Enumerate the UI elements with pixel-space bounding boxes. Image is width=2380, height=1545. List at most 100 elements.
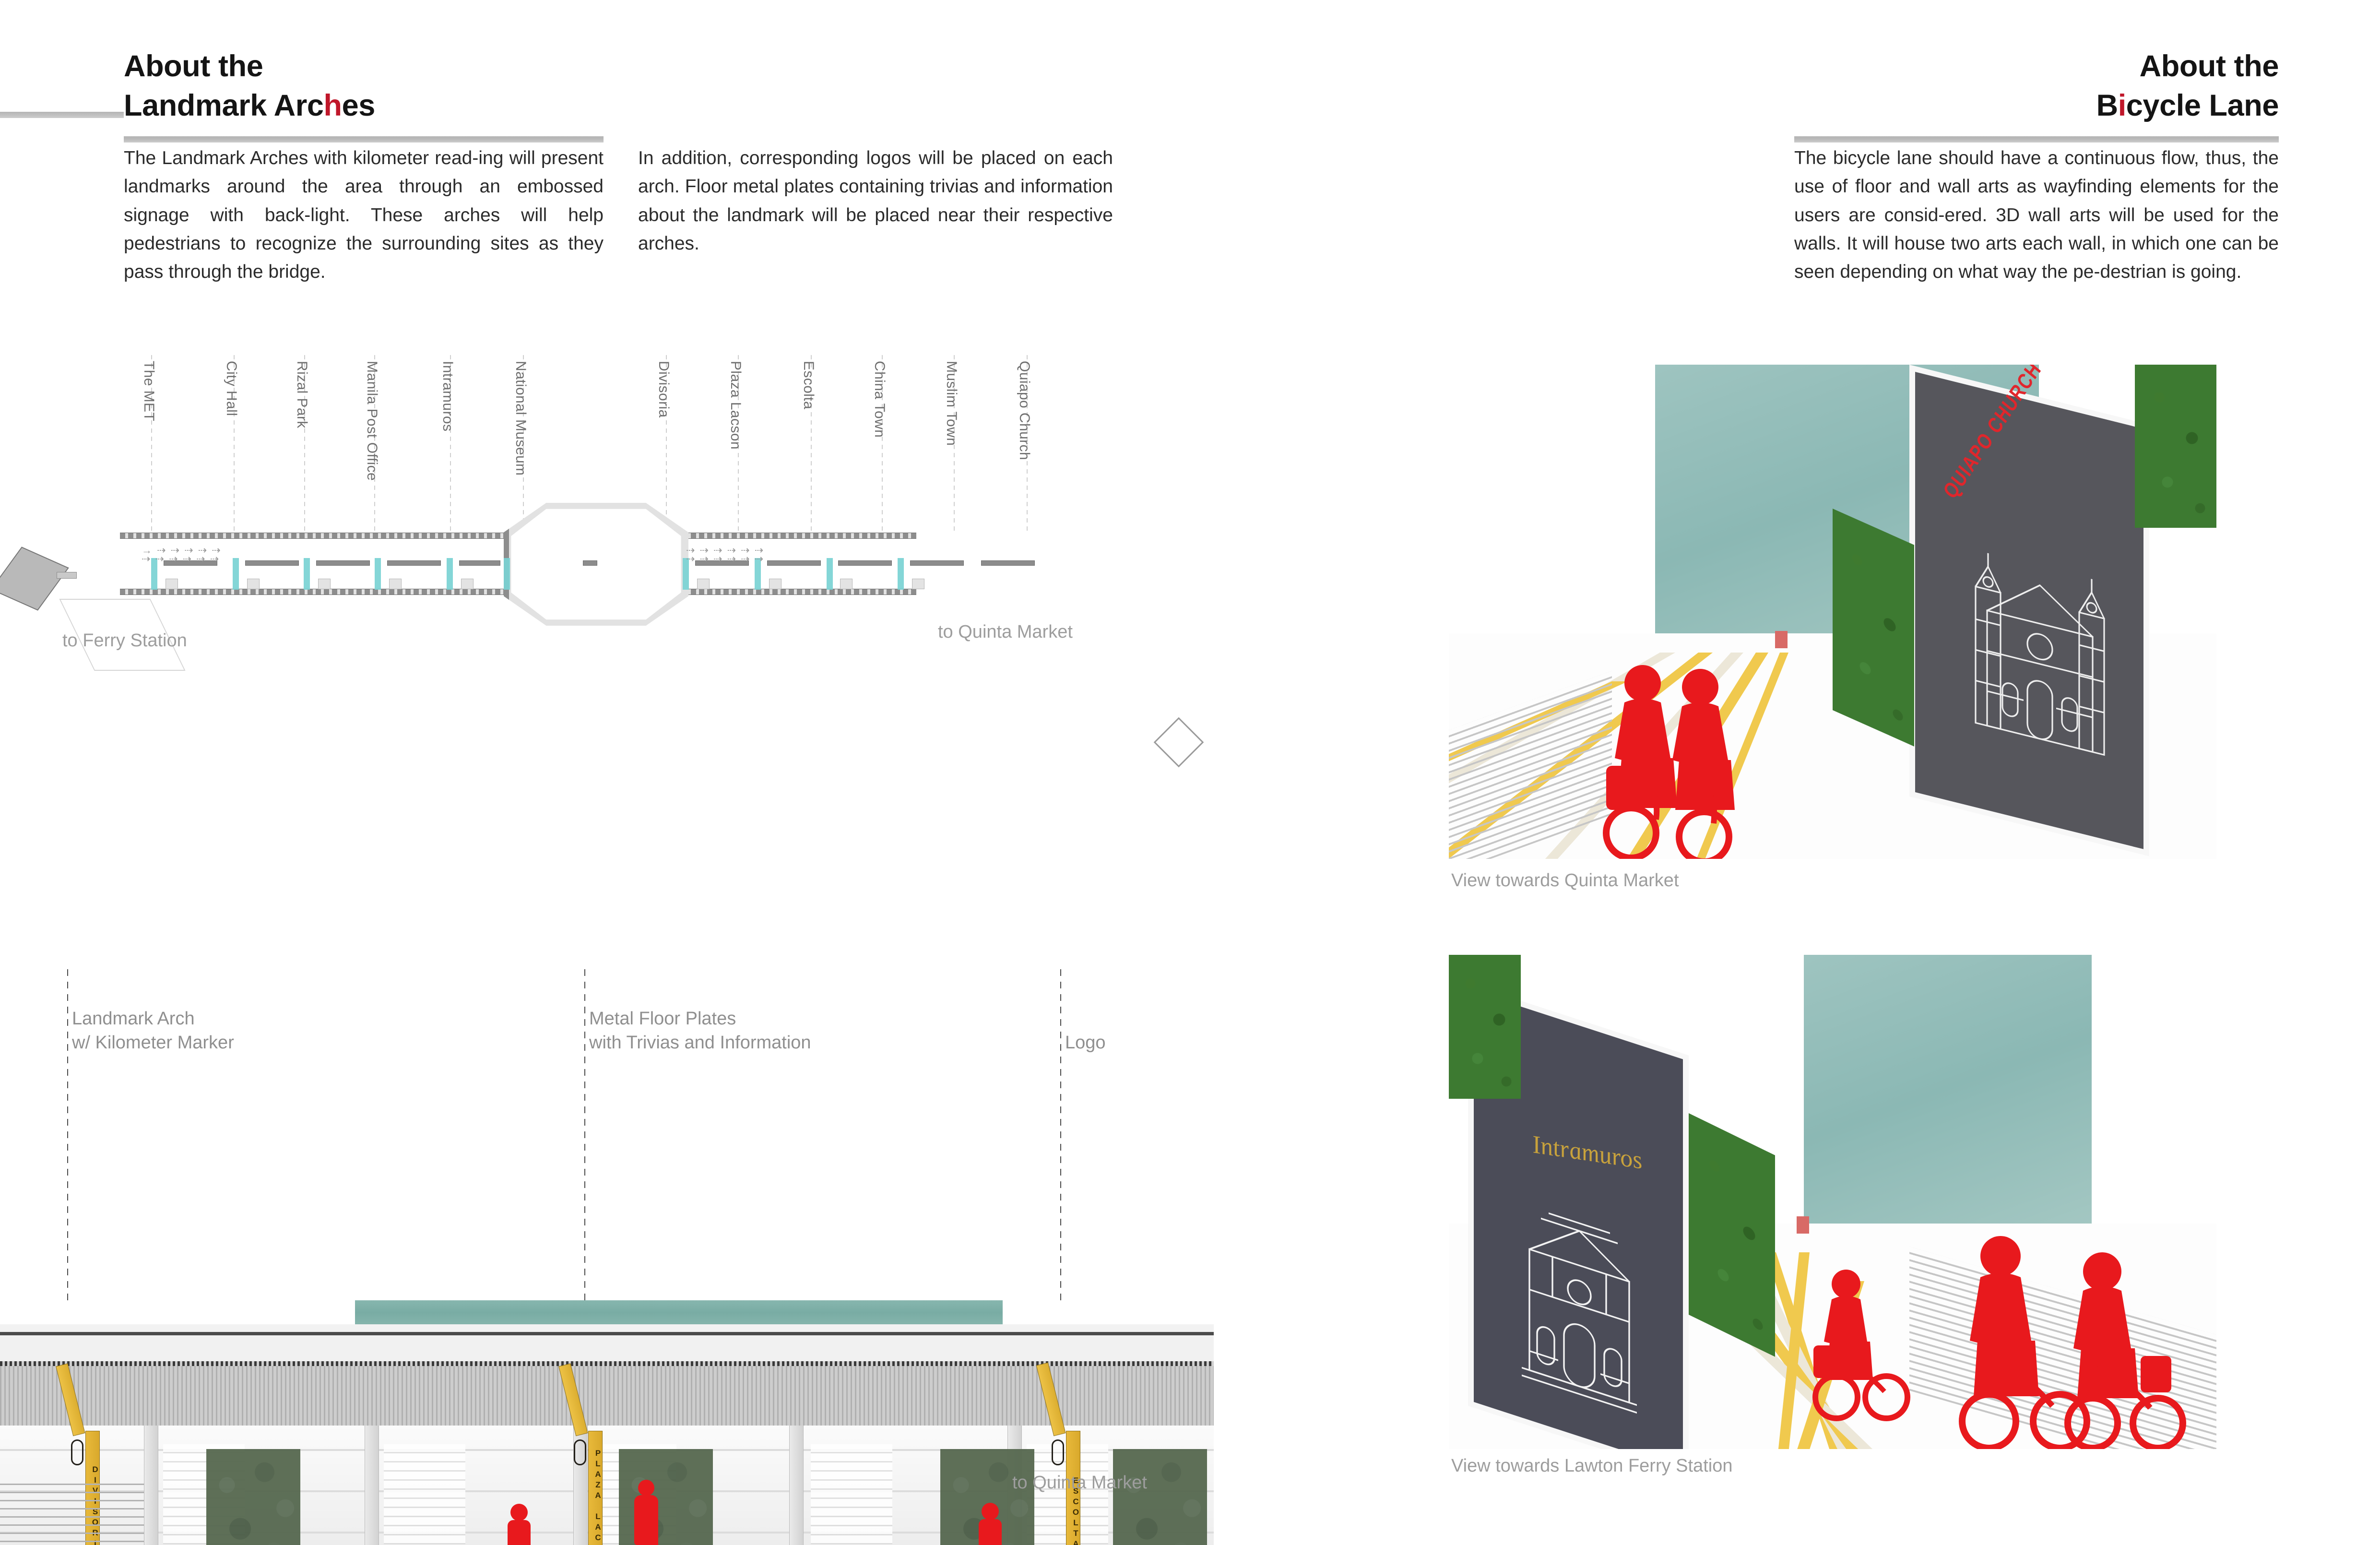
section-ceiling xyxy=(0,1366,1214,1426)
section-railing xyxy=(0,1477,144,1545)
landmark-arches-paragraph-2: In addition, corresponding logos will be… xyxy=(638,148,1113,254)
render-cyclist-figure xyxy=(1593,662,1775,859)
left-section-header: About the Landmark Arches xyxy=(124,47,604,143)
plan-landmark-label: Plaza Lacson xyxy=(728,361,744,450)
left-header-rule xyxy=(124,136,604,143)
plan-flow-arrows: ⇢ ⇢ ⇢ ⇢ ⇢ ⇢ xyxy=(686,544,765,556)
annotation-leader xyxy=(67,969,68,1300)
plan-landmark-label: The MET xyxy=(141,361,157,422)
render-vanishing-marker xyxy=(1797,1216,1809,1234)
leader-line xyxy=(954,355,955,533)
section-arch-label: PLAZA LACSON xyxy=(593,1449,603,1545)
plan-seat xyxy=(247,579,260,589)
leader-line xyxy=(1027,355,1028,533)
plan-arch-marker xyxy=(755,558,761,590)
right-header-line2: Bicycle Lane xyxy=(1794,86,2279,126)
plan-terminus-link xyxy=(57,572,77,579)
plan-terminus-west xyxy=(0,547,69,611)
plan-bench xyxy=(981,560,1035,566)
plan-landmark-label: Rizal Park xyxy=(294,361,310,428)
plan-bench xyxy=(316,560,370,566)
right-section-header: About the Bicycle Lane xyxy=(1794,47,2279,143)
leader-line xyxy=(234,355,235,533)
plan-landmark-label: Escolta xyxy=(801,361,817,410)
plan-landmark-label: China Town xyxy=(872,361,888,438)
plan-bench xyxy=(459,560,500,566)
render-wall-art-title: QUIAPO CHURCH xyxy=(1939,365,2046,503)
section-label-to-quinta-market: to Quinta Market xyxy=(1012,1473,1147,1493)
section-arch-logo xyxy=(574,1439,586,1465)
right-header-accent-letter: i xyxy=(2118,88,2127,122)
render-wall-art-panel: Intramuros xyxy=(1474,991,1683,1449)
leader-line xyxy=(523,355,524,533)
plan-landmark-label: Divisoria xyxy=(656,361,672,418)
plan-seat xyxy=(912,579,924,589)
right-header-post: cycle Lane xyxy=(2126,88,2279,122)
section-arch-post xyxy=(1066,1431,1080,1545)
plan-bench xyxy=(910,560,964,566)
section-green-wall xyxy=(206,1449,300,1545)
plan-flow-arrows: ⇢ ⇢ ⇢ ⇢ ⇢ ⇢ xyxy=(686,553,765,565)
plan-bench xyxy=(245,560,299,566)
section-pier xyxy=(365,1426,379,1545)
section-green-wall xyxy=(1113,1449,1207,1545)
render-green-wall xyxy=(1833,509,1914,747)
bicycle-lane-paragraph: The bicycle lane should have a continuou… xyxy=(1794,148,2279,283)
plan-seat xyxy=(461,579,474,589)
left-header-pre: Landmark Arc xyxy=(124,88,324,122)
render-cyclist-figure xyxy=(1943,1233,2192,1449)
leader-line xyxy=(811,355,812,533)
section-roof-line xyxy=(0,1332,1214,1335)
leader-line xyxy=(738,355,739,533)
section-upper-band xyxy=(0,1335,1214,1361)
plan-seat xyxy=(166,579,178,589)
left-header-post: es xyxy=(342,88,376,122)
right-header-rule xyxy=(1794,136,2279,143)
bridge-section-drawing: Landmark Arch w/ Kilometer Marker Metal … xyxy=(0,969,1214,1545)
leader-line xyxy=(374,355,375,533)
annotation-leader xyxy=(584,969,585,1300)
left-header-line1: About the xyxy=(124,49,263,83)
section-arch-logo xyxy=(71,1439,83,1465)
plan-landmark-label: Intramuros xyxy=(440,361,456,432)
annotation-landmark-arch-sub: w/ Kilometer Marker xyxy=(72,1033,234,1053)
intramuros-gate-line-art xyxy=(1522,1212,1637,1414)
render-view-lawton-ferry: Intramuros xyxy=(1449,955,2216,1449)
plan-landmark-label: City Hall xyxy=(224,361,239,416)
section-arch-logo xyxy=(1052,1439,1064,1465)
section-pier xyxy=(144,1426,158,1545)
annotation-landmark-arch: Landmark Arch xyxy=(72,1009,195,1029)
render-caption-lawton-ferry: View towards Lawton Ferry Station xyxy=(1451,1456,1733,1476)
section-green-wall xyxy=(619,1449,713,1545)
left-header-line2: Landmark Arches xyxy=(124,86,604,126)
plan-flow-arrows: → ⇢ ⇢ ⇢ ⇢ ⇢ xyxy=(142,544,222,556)
render-wall-frame: Intramuros xyxy=(1468,984,1689,1449)
render-green-wall xyxy=(1689,1113,1775,1357)
header-rule-bleed xyxy=(0,112,124,118)
annotation-metal-floor-plates: Metal Floor Plates xyxy=(589,1009,736,1029)
render-caption-quinta-market: View towards Quinta Market xyxy=(1451,870,1679,891)
render-view-quinta-market: QUIAPO CHURCH xyxy=(1449,365,2216,859)
plan-seat xyxy=(318,579,331,589)
landmark-arches-paragraph-1: The Landmark Arches with kilometer read-… xyxy=(124,148,604,283)
plan-arch-marker xyxy=(827,558,833,590)
plan-bench xyxy=(583,560,597,566)
annotation-metal-plates-sub: with Trivias and Information xyxy=(589,1033,811,1053)
plan-label-to-ferry-station: to Ferry Station xyxy=(62,630,187,651)
section-glazing xyxy=(811,1444,892,1545)
plan-arch-marker xyxy=(151,558,157,590)
plan-seat xyxy=(840,579,853,589)
plan-arch-marker xyxy=(304,558,310,590)
leader-line xyxy=(151,355,152,533)
right-header-pre: B xyxy=(2096,88,2119,122)
leader-line xyxy=(666,355,667,533)
render-green-wall xyxy=(2135,365,2216,528)
render-wall-art-panel: QUIAPO CHURCH xyxy=(1915,365,2143,849)
plan-bench xyxy=(164,560,217,566)
plan-label-to-quinta-market: to Quinta Market xyxy=(938,622,1073,642)
plan-arch-marker xyxy=(447,558,453,590)
plan-landmark-label: Manila Post Office xyxy=(364,361,380,481)
bridge-corridor-plan: → ⇢ ⇢ ⇢ ⇢ ⇢ ⇢ ⇢ ⇢ ⇢ ⇢ ⇢ ⇢ ⇢ ⇢ ⇢ ⇢ ⇢ ⇢ ⇢ … xyxy=(70,503,1204,768)
plan-arch-marker xyxy=(683,558,689,590)
section-pier xyxy=(789,1426,804,1545)
